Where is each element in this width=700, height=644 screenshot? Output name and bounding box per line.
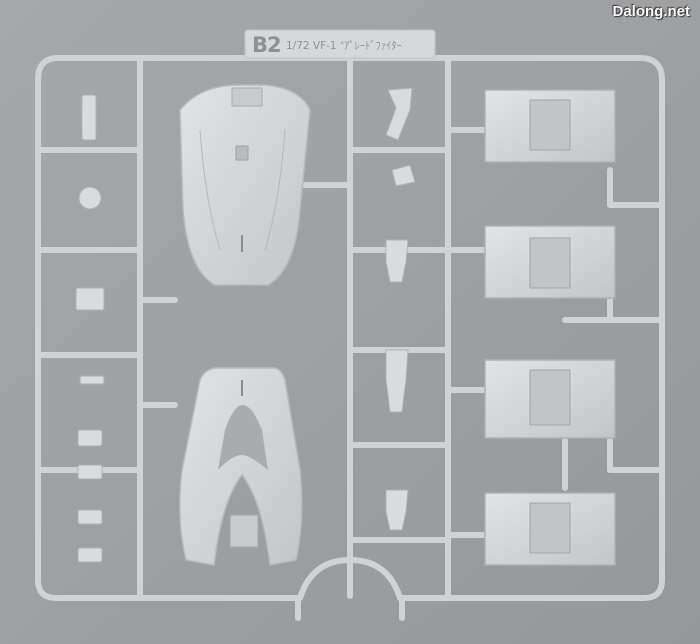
watermark: Dalong.net [612, 3, 691, 20]
box-part-details [529, 99, 571, 554]
sprue-tag-name: 1/72 VF-1 ᐩｱﾟﾚｰﾄﾞﾌｧｲﾀｰ [286, 40, 402, 52]
sprue-tag-code: B2 [252, 33, 282, 57]
lower-frame-part [179, 367, 303, 566]
runner-frame [35, 55, 665, 621]
upper-panel-part [179, 84, 311, 286]
small-parts-left [75, 94, 105, 563]
small-parts-middle [385, 87, 416, 531]
sprue-tag-plate [244, 29, 436, 59]
